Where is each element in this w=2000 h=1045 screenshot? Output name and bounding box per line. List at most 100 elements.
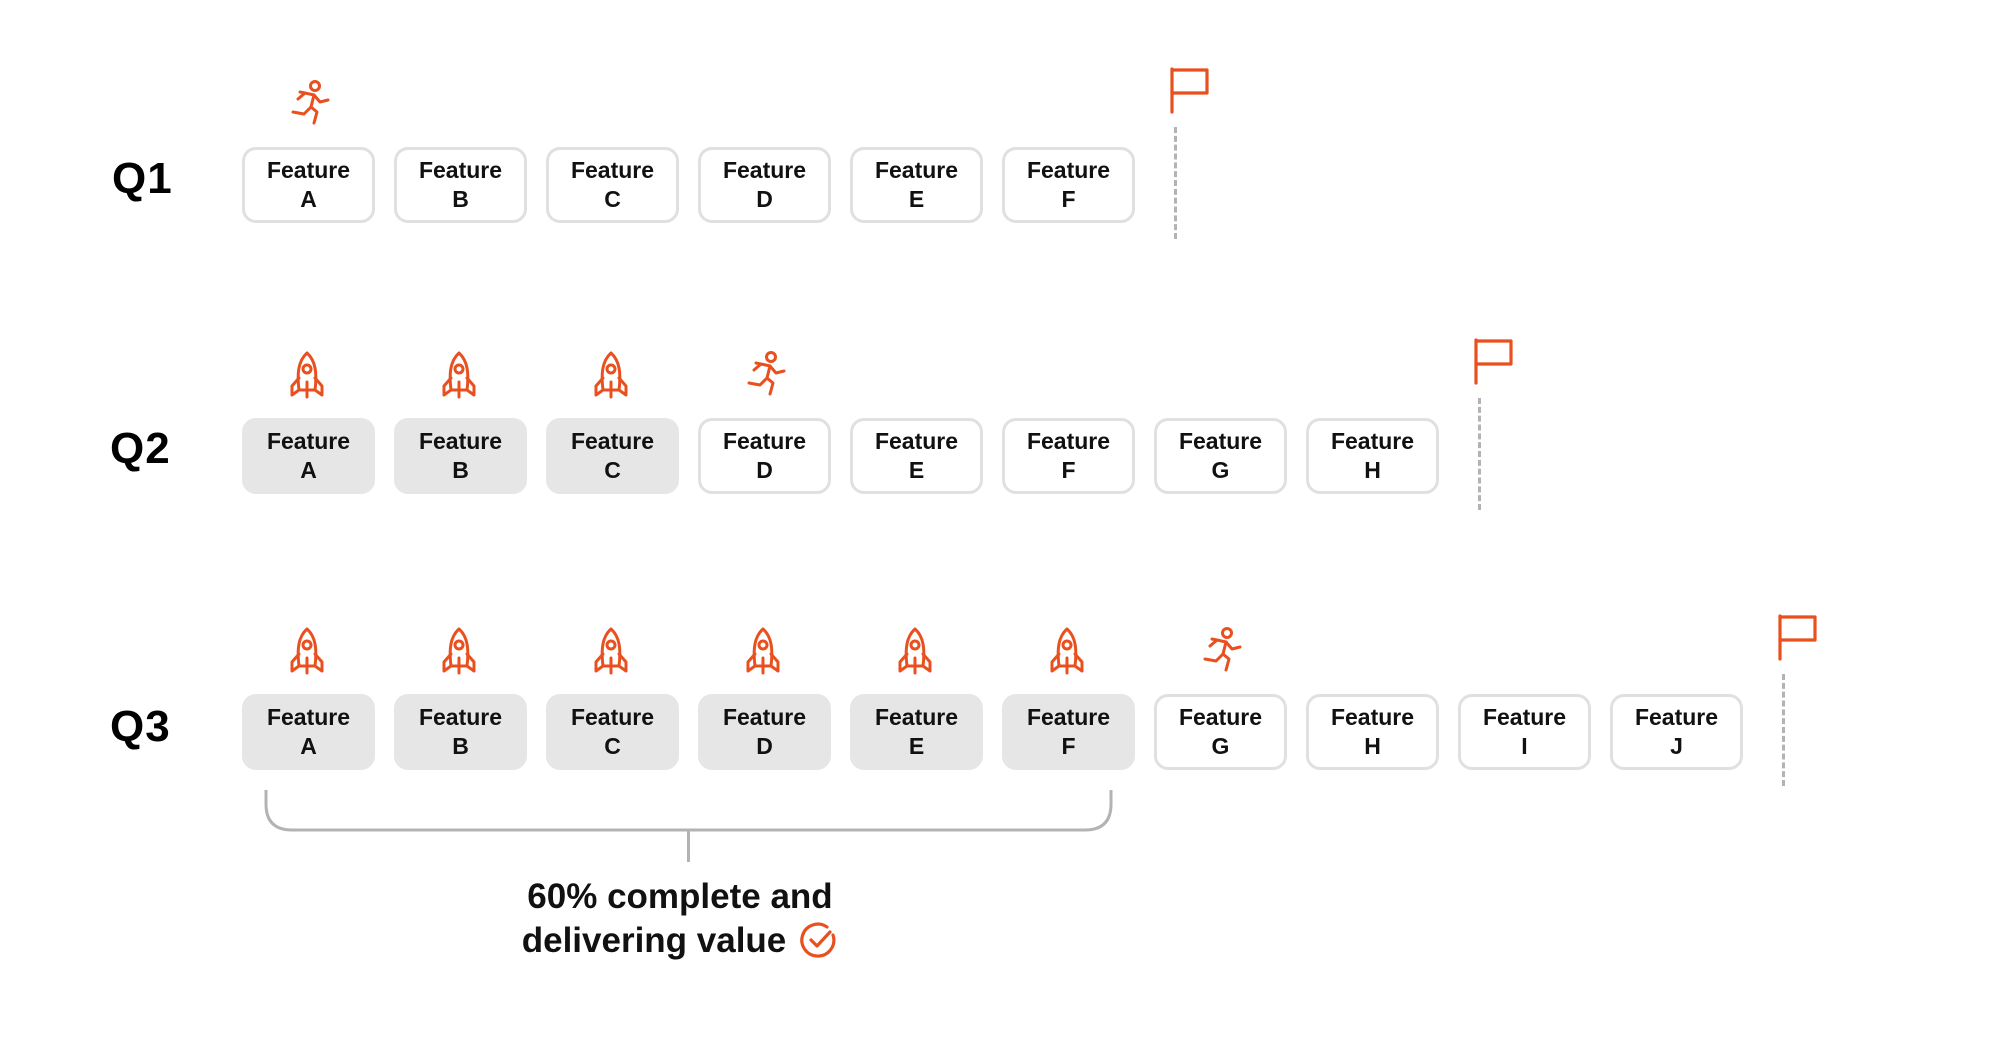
feature-title: Feature: [1026, 157, 1111, 183]
goal-dashed-line: [1782, 674, 1785, 786]
quarter-label: Q3: [110, 702, 171, 751]
check-circle-icon: [800, 922, 836, 958]
feature-letter: F: [1061, 186, 1076, 212]
quarter-label: Q1: [112, 154, 173, 203]
feature-title: Feature: [874, 428, 959, 454]
runner-icon: [284, 79, 332, 134]
feature-letter: B: [452, 186, 469, 212]
feature-letter: D: [756, 186, 773, 212]
feature-title: Feature: [570, 704, 655, 730]
feature-title: Feature: [1482, 704, 1567, 730]
rocket-icon: [284, 350, 330, 405]
feature-letter: C: [604, 733, 621, 759]
feature-title: Feature: [266, 157, 351, 183]
rocket-icon: [436, 626, 482, 681]
feature-letter: G: [1211, 733, 1230, 759]
rocket-icon: [1044, 626, 1090, 681]
feature-title: Feature: [874, 157, 959, 183]
feature-letter: D: [756, 457, 773, 483]
feature-letter: C: [604, 186, 621, 212]
feature-title: Feature: [1330, 428, 1415, 454]
summary-caption: 60% complete and delivering value: [480, 875, 880, 963]
feature-letter: J: [1670, 733, 1683, 759]
feature-title: Feature: [1026, 428, 1111, 454]
feature-letter: E: [908, 733, 925, 759]
feature-letter: I: [1521, 733, 1528, 759]
goal-dashed-line: [1478, 398, 1481, 510]
feature-title: Feature: [1330, 704, 1415, 730]
summary-line-1: 60% complete and: [527, 877, 833, 916]
feature-title: Feature: [418, 704, 503, 730]
feature-letter: A: [300, 733, 317, 759]
feature-letter: B: [452, 457, 469, 483]
feature-letter: H: [1364, 457, 1381, 483]
runner-icon: [1196, 626, 1244, 681]
feature-letter: A: [300, 186, 317, 212]
rocket-icon: [892, 626, 938, 681]
feature-letter: E: [908, 186, 925, 212]
feature-letter: E: [908, 457, 925, 483]
feature-title: Feature: [418, 428, 503, 454]
feature-title: Feature: [874, 704, 959, 730]
flag-icon: [1168, 65, 1212, 120]
summary-line-2: delivering value: [521, 921, 787, 960]
rocket-icon: [588, 350, 634, 405]
feature-letter: G: [1211, 457, 1230, 483]
goal-dashed-line: [1174, 127, 1177, 239]
summary-line-2-wrap: delivering value: [522, 919, 839, 963]
quarter-label: Q2: [110, 424, 171, 473]
runner-icon: [740, 350, 788, 405]
feature-title: Feature: [266, 428, 351, 454]
feature-title: Feature: [1026, 704, 1111, 730]
feature-letter: F: [1061, 457, 1076, 483]
feature-title: Feature: [418, 157, 503, 183]
flag-icon: [1776, 612, 1820, 667]
feature-title: Feature: [266, 704, 351, 730]
feature-letter: F: [1061, 733, 1076, 759]
feature-letter: D: [756, 733, 773, 759]
feature-title: Feature: [1634, 704, 1719, 730]
flag-icon: [1472, 336, 1516, 391]
feature-title: Feature: [1178, 704, 1263, 730]
rocket-icon: [588, 626, 634, 681]
rocket-icon: [284, 626, 330, 681]
feature-title: Feature: [722, 428, 807, 454]
feature-letter: H: [1364, 733, 1381, 759]
feature-letter: A: [300, 457, 317, 483]
feature-title: Feature: [1178, 428, 1263, 454]
feature-title: Feature: [570, 157, 655, 183]
rocket-icon: [436, 350, 482, 405]
feature-title: Feature: [722, 704, 807, 730]
rocket-icon: [740, 626, 786, 681]
feature-title: Feature: [570, 428, 655, 454]
feature-title: Feature: [722, 157, 807, 183]
feature-letter: C: [604, 457, 621, 483]
feature-letter: B: [452, 733, 469, 759]
